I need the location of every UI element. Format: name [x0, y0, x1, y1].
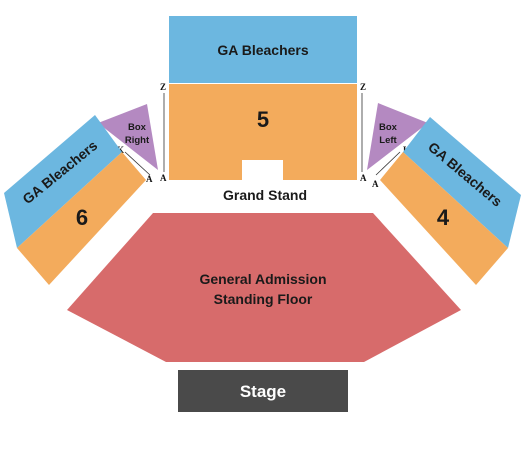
- box-left-row-a: A: [372, 179, 379, 189]
- section-6-label: 6: [76, 205, 88, 230]
- row-label-a-right: A: [360, 173, 367, 183]
- floor-label-line2: Standing Floor: [214, 291, 313, 307]
- floor-label-line1: General Admission: [199, 271, 326, 287]
- ga-standing-floor-section[interactable]: General Admission Standing Floor: [67, 213, 461, 362]
- section-5[interactable]: 5: [169, 84, 357, 180]
- box-right-row-guide: [124, 151, 151, 176]
- box-right-label-line1: Box: [128, 122, 147, 133]
- box-right-section[interactable]: Box Right: [98, 104, 158, 170]
- row-label-z-left: Z: [160, 82, 166, 92]
- stage-label: Stage: [240, 382, 286, 401]
- box-right-row-a: A: [146, 174, 153, 184]
- section-4-label: 4: [437, 205, 450, 230]
- stage: Stage: [178, 370, 348, 412]
- row-label-a-left: A: [160, 173, 167, 183]
- box-left-label-line2: Left: [379, 135, 397, 146]
- box-left-row-guide: [375, 151, 401, 176]
- ga-bleachers-top-label: GA Bleachers: [217, 42, 309, 58]
- section-4[interactable]: 4: [380, 152, 508, 285]
- section-5-label: 5: [257, 107, 269, 132]
- box-right-label-line2: Right: [125, 135, 150, 146]
- box-left-section[interactable]: Box Left: [367, 103, 428, 170]
- ga-bleachers-top-section[interactable]: GA Bleachers: [169, 16, 357, 83]
- row-label-z-right: Z: [360, 82, 366, 92]
- grand-stand-label: Grand Stand: [223, 187, 307, 203]
- box-left-label-line1: Box: [379, 122, 398, 133]
- section-6[interactable]: 6: [17, 152, 146, 285]
